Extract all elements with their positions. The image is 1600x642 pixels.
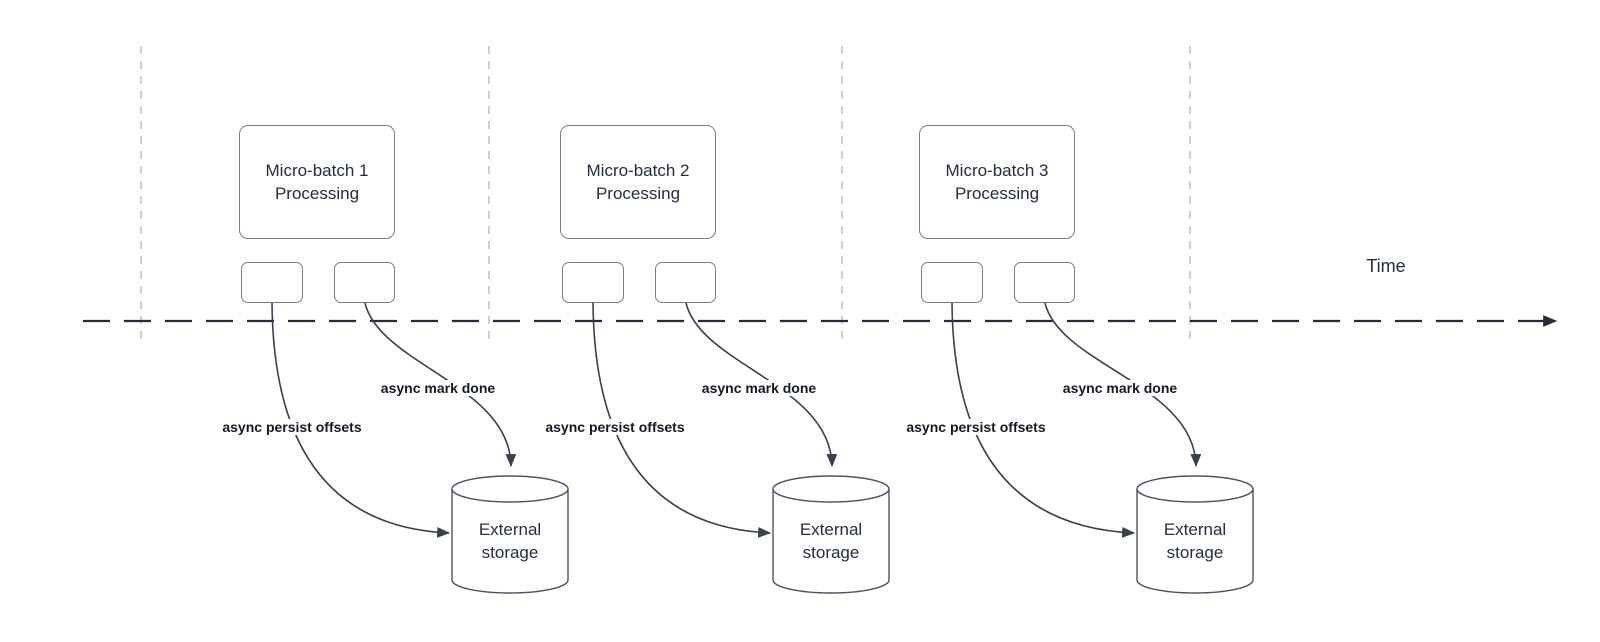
persist-offsets-arrow-1 (271, 302, 451, 538)
cylinder-body (1136, 489, 1254, 594)
micro-batch-3-label: Micro-batch 3 Processing (945, 160, 1049, 203)
mark-done-box-1 (334, 262, 395, 303)
mark-done-label-1: async mark done (377, 380, 499, 396)
persist-offsets-arrow-2 (592, 302, 772, 538)
offset-commit-box-3 (921, 262, 983, 303)
mark-done-box-2 (655, 262, 716, 303)
persist-offsets-label-3: async persist offsets (903, 419, 1049, 435)
cylinder-body (772, 489, 890, 594)
storage-cylinder-2 (772, 475, 890, 594)
offset-commit-box-1 (241, 262, 303, 303)
mark-done-box-3 (1014, 262, 1075, 303)
mark-done-arrow-2 (685, 302, 838, 468)
persist-offsets-label-1: async persist offsets (219, 419, 365, 435)
cylinder-top (1136, 475, 1254, 503)
cylinder-body (451, 489, 569, 594)
cylinder-top (451, 475, 569, 503)
external-storage-label-1: External storage (478, 519, 542, 562)
mark-done-label-2: async mark done (698, 380, 820, 396)
micro-batch-2-label: Micro-batch 2 Processing (586, 160, 690, 203)
micro-batch-1-box: Micro-batch 1 Processing (239, 125, 395, 239)
external-storage-label-2: External storage (799, 519, 863, 562)
micro-batch-3-box: Micro-batch 3 Processing (919, 125, 1075, 239)
cylinder-top (772, 475, 890, 503)
storage-cylinder-3 (1136, 475, 1254, 594)
micro-batch-1-label: Micro-batch 1 Processing (265, 160, 369, 203)
micro-batch-2-box: Micro-batch 2 Processing (560, 125, 716, 239)
mark-done-label-3: async mark done (1059, 380, 1181, 396)
mark-done-arrow-3 (1044, 302, 1202, 468)
persist-offsets-arrow-3 (951, 302, 1136, 538)
mark-done-arrow-1 (364, 302, 517, 468)
offset-commit-box-2 (562, 262, 624, 303)
external-storage-label-3: External storage (1163, 519, 1227, 562)
persist-offsets-label-2: async persist offsets (542, 419, 688, 435)
storage-cylinder-1 (451, 475, 569, 594)
time-axis-label: Time (1366, 256, 1406, 276)
